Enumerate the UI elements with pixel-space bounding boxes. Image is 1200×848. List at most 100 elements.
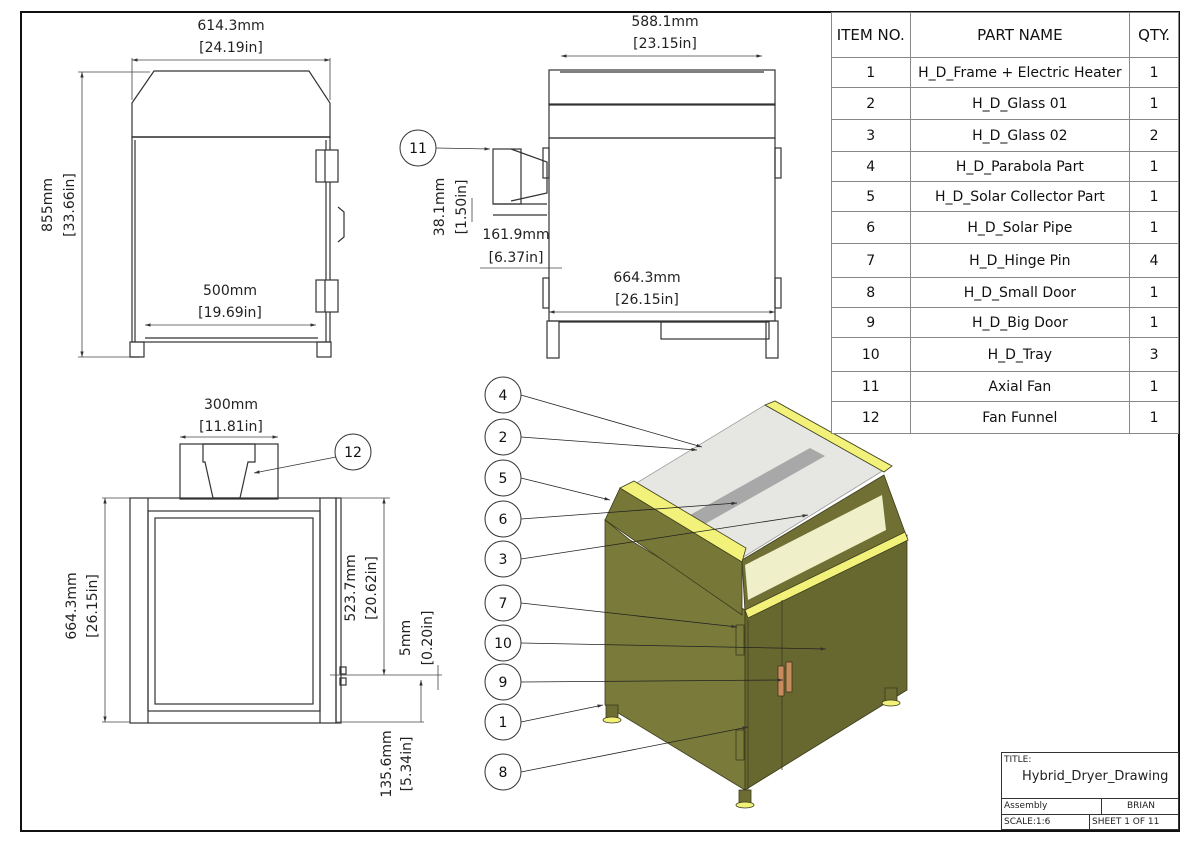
bom-cell-qty: 1 xyxy=(1129,307,1179,338)
top-depth-in: [26.15in] xyxy=(85,574,101,638)
balloon-10: 10 xyxy=(484,624,827,662)
bom-cell-qty: 1 xyxy=(1129,211,1179,244)
bom-cell-part: H_D_Hinge Pin xyxy=(909,243,1131,278)
bom-cell-qty: 1 xyxy=(1129,57,1179,88)
top-view xyxy=(129,443,347,724)
offset-in: [5.34in] xyxy=(399,737,415,792)
balloon-9: 9 xyxy=(484,663,784,701)
bom-cell-item: 3 xyxy=(831,119,911,152)
gap-in: [0.20in] xyxy=(420,611,436,666)
leader-line xyxy=(520,642,827,651)
leader-line xyxy=(520,394,703,448)
leader-line xyxy=(520,726,749,773)
funnel-width-mm: 300mm xyxy=(204,397,258,413)
door-width-mm: 523.7mm xyxy=(343,554,359,621)
balloon-label: 4 xyxy=(499,388,508,404)
front-height-mm: 855mm xyxy=(40,178,56,232)
drawing-author: BRIAN xyxy=(1127,801,1155,811)
door-width-in: [20.62in] xyxy=(364,556,380,620)
bom-cell-part: Fan Funnel xyxy=(909,401,1131,434)
balloon-label: 10 xyxy=(494,636,512,652)
leader-line xyxy=(520,501,738,520)
top-depth-mm: 664.3mm xyxy=(64,572,80,639)
front-height-in: [33.66in] xyxy=(62,173,78,237)
svg-text:12: 12 xyxy=(344,445,362,461)
iso-trim-door xyxy=(744,531,909,619)
bom-header-part: PART NAME xyxy=(909,12,1131,58)
bom-header-qty: QTY. xyxy=(1129,12,1179,58)
iso-tray-area xyxy=(745,495,886,600)
balloon-circle xyxy=(484,418,522,456)
balloon-label: 5 xyxy=(499,471,508,487)
bom-cell-item: 11 xyxy=(831,371,911,402)
balloon-5: 5 xyxy=(484,459,611,501)
drawing-title: Hybrid_Dryer_Drawing xyxy=(1022,769,1169,784)
leader-line xyxy=(520,678,784,683)
bom-cell-part: H_D_Glass 02 xyxy=(909,119,1131,152)
leader-line xyxy=(520,704,604,723)
fan-width-in: [6.37in] xyxy=(489,250,544,266)
title-block-info-row: Assembly BRIAN xyxy=(1001,798,1179,814)
leader-line xyxy=(520,602,738,629)
balloon-11: 11 xyxy=(399,129,491,167)
bom-cell-part: H_D_Tray xyxy=(909,337,1131,372)
balloon-circle xyxy=(484,500,522,538)
bom-cell-part: H_D_Parabola Part xyxy=(909,151,1131,182)
bom-cell-item: 4 xyxy=(831,151,911,182)
top-view-dimensions xyxy=(102,435,442,723)
title-block-title-row: TITLE: Hybrid_Dryer_Drawing xyxy=(1001,752,1179,798)
bom-cell-part: H_D_Frame + Electric Heater xyxy=(909,57,1131,88)
bom-cell-part: H_D_Solar Pipe xyxy=(909,211,1131,244)
bom-cell-part: H_D_Small Door xyxy=(909,277,1131,308)
balloon-label: 3 xyxy=(499,552,508,568)
balloon-label: 2 xyxy=(499,430,508,446)
sheet-border xyxy=(20,11,1180,832)
bom-cell-part: H_D_Solar Collector Part xyxy=(909,181,1131,212)
fan-height-mm: 38.1mm xyxy=(432,178,448,236)
bom-cell-item: 12 xyxy=(831,401,911,434)
leader-line xyxy=(520,436,698,452)
front-base-mm: 500mm xyxy=(203,283,257,299)
balloon-2: 2 xyxy=(484,418,698,456)
bom-cell-qty: 1 xyxy=(1129,277,1179,308)
side-depth-mm: 664.3mm xyxy=(613,270,680,286)
drawing-scale: SCALE:1:6 xyxy=(1002,815,1090,829)
bom-cell-qty: 1 xyxy=(1129,181,1179,212)
balloon-6: 6 xyxy=(484,500,738,538)
balloon-label: 7 xyxy=(499,596,508,612)
balloon-circle xyxy=(484,663,522,701)
iso-handle xyxy=(777,665,785,697)
balloon-label: 1 xyxy=(499,715,508,731)
bom-cell-item: 5 xyxy=(831,181,911,212)
front-view-dimensions xyxy=(78,58,331,358)
svg-text:11: 11 xyxy=(409,141,427,157)
offset-mm: 135.6mm xyxy=(379,730,395,797)
balloon-circle xyxy=(484,376,522,414)
balloon-4: 4 xyxy=(484,376,703,448)
leader-line xyxy=(520,477,611,501)
bom-cell-item: 1 xyxy=(831,57,911,88)
fan-width-mm: 161.9mm xyxy=(482,227,549,243)
title-block: TITLE: Hybrid_Dryer_Drawing Assembly BRI… xyxy=(1001,752,1179,830)
balloon-circle xyxy=(484,540,522,578)
side-top-in: [23.15in] xyxy=(633,36,697,52)
bom-cell-item: 10 xyxy=(831,337,911,372)
bom-cell-item: 8 xyxy=(831,277,911,308)
bom-cell-part: H_D_Glass 01 xyxy=(909,87,1131,120)
bom-cell-part: Axial Fan xyxy=(909,371,1131,402)
side-depth-in: [26.15in] xyxy=(615,292,679,308)
bom-cell-qty: 1 xyxy=(1129,151,1179,182)
bom-cell-item: 9 xyxy=(831,307,911,338)
title-block-scale-row: SCALE:1:6 SHEET 1 OF 11 xyxy=(1001,814,1179,830)
bom-cell-qty: 2 xyxy=(1129,119,1179,152)
bom-cell-qty: 4 xyxy=(1129,243,1179,278)
bom-cell-item: 2 xyxy=(831,87,911,120)
